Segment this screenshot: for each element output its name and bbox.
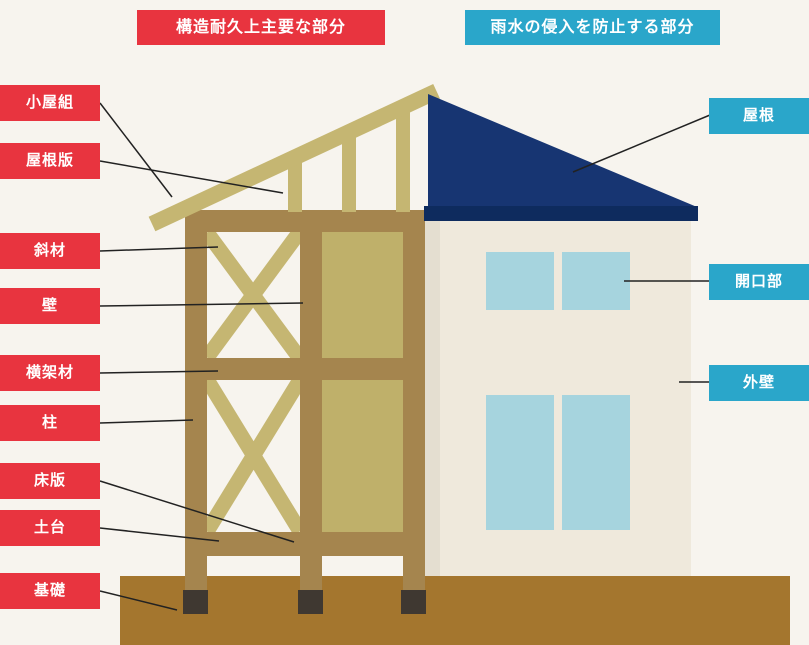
label-foundation: 基礎 (0, 573, 100, 609)
column-right (403, 210, 425, 556)
window-upper-left (486, 252, 554, 310)
label-roof-board: 屋根版 (0, 143, 100, 179)
label-roof-frame: 小屋組 (0, 85, 100, 121)
ground (120, 576, 790, 645)
top-beam (185, 210, 425, 232)
window-lower-right (562, 395, 630, 530)
post-base-left (185, 556, 207, 596)
sill-beam (185, 532, 425, 556)
leader-roof (572, 114, 711, 173)
window-lower-left (486, 395, 554, 530)
foundation-block-right (401, 590, 426, 614)
window-upper-right (562, 252, 630, 310)
roof-eave (424, 206, 698, 221)
roof (428, 94, 697, 207)
roof-stud-2 (342, 137, 356, 212)
label-horizontal-member: 横架材 (0, 355, 100, 391)
exterior-wall (425, 219, 691, 576)
label-wall: 壁 (0, 288, 100, 324)
exterior-wall-shade (425, 219, 440, 576)
column-left (185, 210, 207, 556)
post-base-right (403, 556, 425, 596)
leader-column (99, 419, 194, 424)
label-column: 柱 (0, 405, 100, 441)
label-roof: 屋根 (709, 98, 809, 134)
foundation-block-left (183, 590, 208, 614)
label-opening: 開口部 (709, 264, 809, 300)
leader-roof-frame (99, 102, 173, 198)
label-floor-slab: 床版 (0, 463, 100, 499)
wall-panel (322, 232, 403, 532)
column-center (300, 210, 322, 556)
middle-beam (185, 358, 425, 380)
label-exterior-wall: 外壁 (709, 365, 809, 401)
roof-stud-1 (288, 162, 302, 212)
legend-waterproof-title: 雨水の侵入を防止する部分 (465, 10, 720, 45)
post-base-center (300, 556, 322, 596)
legend-structural-title: 構造耐久上主要な部分 (137, 10, 385, 45)
foundation-block-center (298, 590, 323, 614)
label-sill: 土台 (0, 510, 100, 546)
roof-stud-3 (396, 112, 410, 212)
label-diagonal-brace: 斜材 (0, 233, 100, 269)
